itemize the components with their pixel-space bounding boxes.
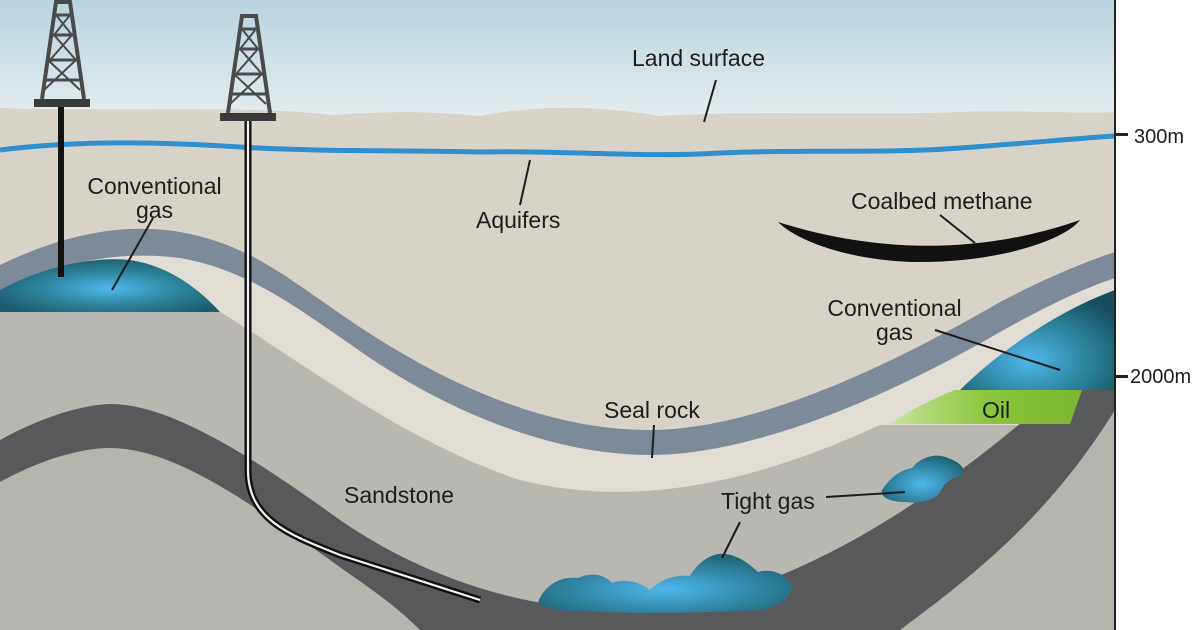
right-lower-layer bbox=[900, 410, 1115, 630]
label-conventional-gas-right: Conventional gas bbox=[812, 296, 977, 344]
tight-gas-large bbox=[538, 553, 792, 613]
coalbed-seam bbox=[778, 220, 1080, 262]
label-conventional-gas-right-line2: gas bbox=[875, 319, 914, 345]
leader-lines bbox=[111, 79, 1061, 559]
label-coalbed-methane: Coalbed methane bbox=[851, 188, 1033, 214]
depth-scale bbox=[1114, 0, 1128, 630]
label-sandstone: Sandstone bbox=[344, 482, 454, 508]
label-land-surface: Land surface bbox=[632, 45, 765, 71]
label-conventional-gas-left: Conventional gas bbox=[72, 174, 237, 222]
tight-gas-small bbox=[881, 455, 964, 503]
label-aquifers: Aquifers bbox=[476, 207, 561, 233]
conventional-gas-left bbox=[0, 259, 220, 312]
drilling-rig-left bbox=[34, 0, 90, 277]
label-conventional-gas-left-line2: gas bbox=[135, 197, 174, 223]
depth-mark-2000m: 2000m bbox=[1130, 366, 1192, 388]
lower-sandstone-layer bbox=[0, 448, 420, 630]
conventional-gas-right bbox=[960, 290, 1115, 390]
aquifer-line bbox=[0, 133, 1116, 158]
label-oil: Oil bbox=[982, 397, 1011, 423]
label-conventional-gas-left-line1: Conventional bbox=[87, 173, 222, 199]
sky bbox=[0, 0, 1115, 125]
label-tight-gas: Tight gas bbox=[721, 488, 815, 514]
drilling-rig-right bbox=[220, 14, 482, 604]
label-seal-rock: Seal rock bbox=[604, 397, 700, 423]
depth-mark-300m: 300m bbox=[1134, 126, 1185, 148]
label-conventional-gas-right-line1: Conventional bbox=[827, 295, 962, 321]
oil-layer bbox=[890, 390, 1082, 424]
